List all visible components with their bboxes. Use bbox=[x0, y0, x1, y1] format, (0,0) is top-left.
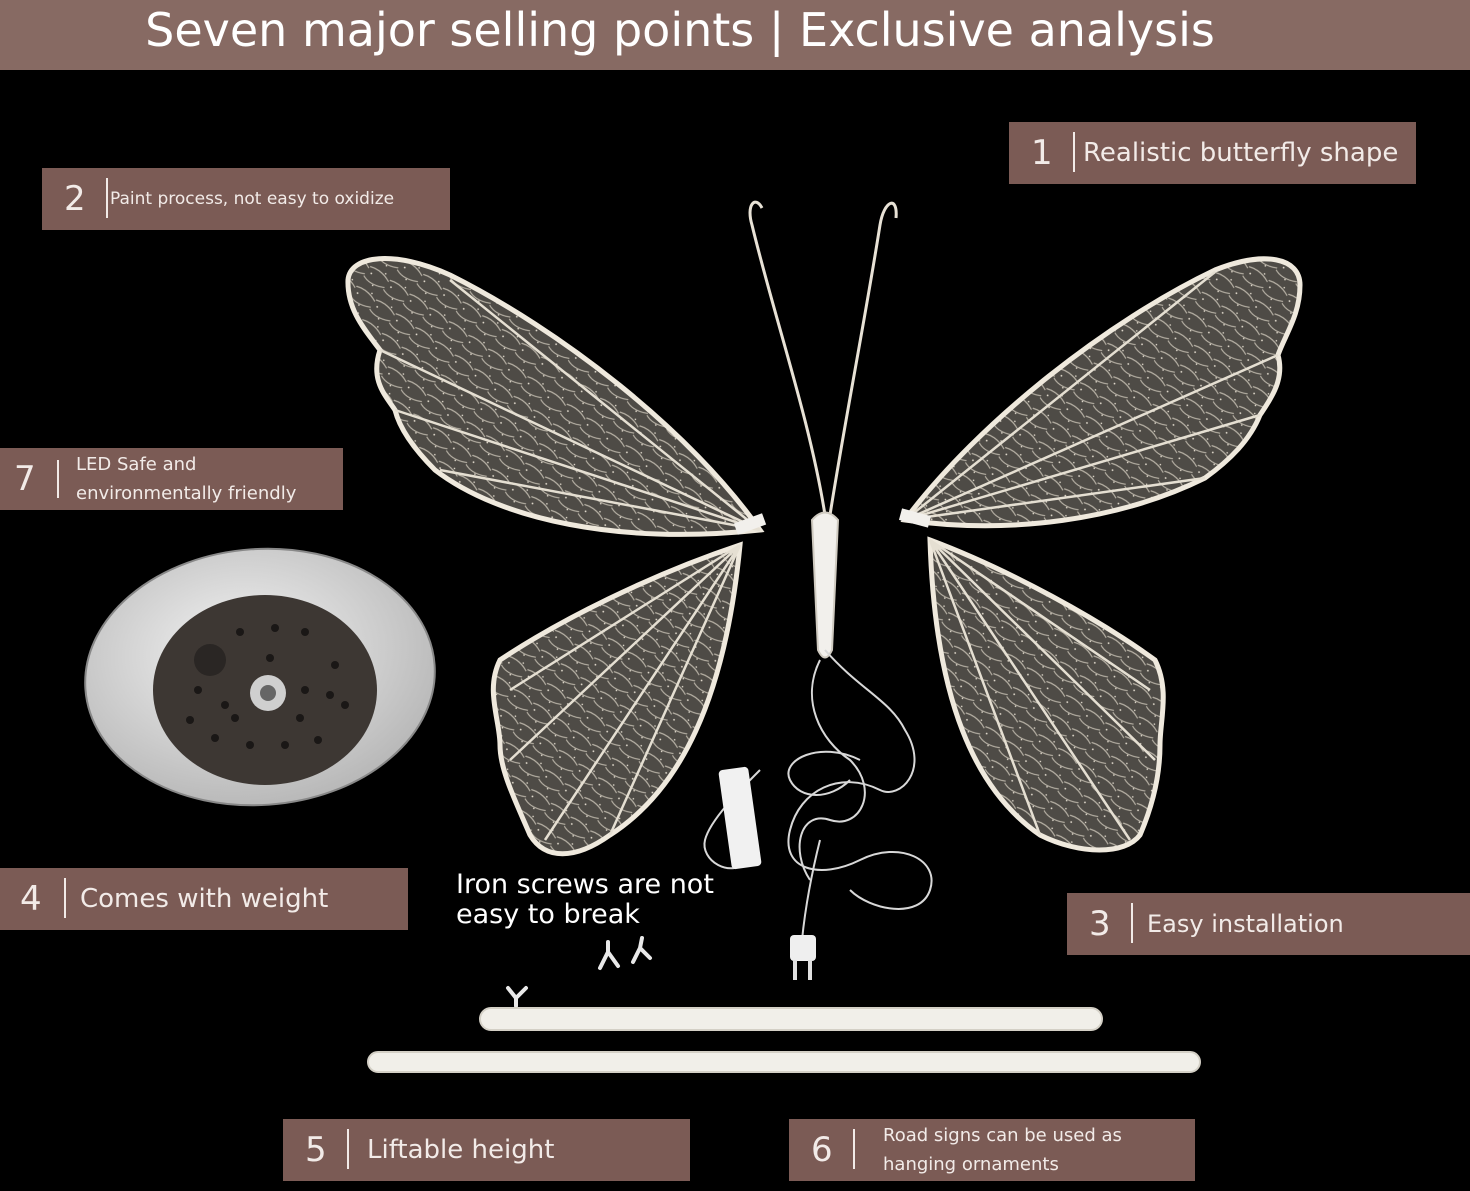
selling-point-text: Easy installation bbox=[1147, 910, 1344, 938]
header-banner: Seven major selling points | Exclusive a… bbox=[0, 0, 1470, 70]
selling-point-text: LED Safe and bbox=[76, 454, 197, 475]
lower-left-wing bbox=[490, 541, 743, 857]
selling-point-number: 6 bbox=[811, 1130, 833, 1170]
screw-caption: Iron screws are not easy to break bbox=[456, 870, 714, 930]
page-title: Seven major selling points | Exclusive a… bbox=[145, 3, 1215, 57]
lower-pole bbox=[367, 1051, 1201, 1073]
selling-point-text: Comes with weight bbox=[80, 884, 329, 914]
selling-point-number: 2 bbox=[64, 179, 86, 219]
selling-point-text: environmentally friendly bbox=[76, 483, 297, 504]
selling-point-5: 5 Liftable height bbox=[283, 1119, 690, 1181]
selling-point-number: 5 bbox=[305, 1130, 327, 1170]
butterfly-body bbox=[810, 511, 840, 659]
upper-right-wing bbox=[900, 256, 1303, 529]
power-plug bbox=[790, 935, 816, 961]
wing-screws bbox=[506, 936, 652, 1008]
selling-point-1: 1 Realistic butterfly shape bbox=[1009, 122, 1416, 184]
screw-caption-line: easy to break bbox=[456, 899, 640, 930]
selling-point-number: 3 bbox=[1089, 904, 1111, 944]
selling-point-text: Paint process, not easy to oxidize bbox=[110, 189, 395, 209]
selling-point-text: Liftable height bbox=[367, 1135, 555, 1165]
led-driver bbox=[718, 766, 762, 870]
weight-base bbox=[84, 547, 436, 807]
left-antenna bbox=[748, 200, 827, 516]
right-antenna bbox=[828, 202, 898, 516]
selling-point-6: 6 Road signs can be used as hanging orna… bbox=[789, 1119, 1195, 1181]
selling-point-7: 7 LED Safe and environmentally friendly bbox=[0, 448, 343, 510]
selling-point-text: Road signs can be used as bbox=[883, 1125, 1122, 1146]
lower-right-wing bbox=[927, 536, 1166, 853]
selling-point-number: 4 bbox=[20, 879, 42, 919]
selling-point-3: 3 Easy installation bbox=[1067, 893, 1470, 955]
selling-point-number: 1 bbox=[1031, 133, 1053, 173]
screw-caption-line: Iron screws are not bbox=[456, 869, 714, 900]
selling-point-number: 7 bbox=[14, 459, 36, 499]
upper-left-wing bbox=[345, 256, 765, 537]
selling-point-text: Realistic butterfly shape bbox=[1083, 138, 1399, 168]
upper-pole bbox=[479, 1007, 1103, 1031]
selling-point-text: hanging ornaments bbox=[883, 1154, 1059, 1175]
selling-point-2: 2 Paint process, not easy to oxidize bbox=[42, 168, 450, 230]
selling-point-4: 4 Comes with weight bbox=[0, 868, 408, 930]
